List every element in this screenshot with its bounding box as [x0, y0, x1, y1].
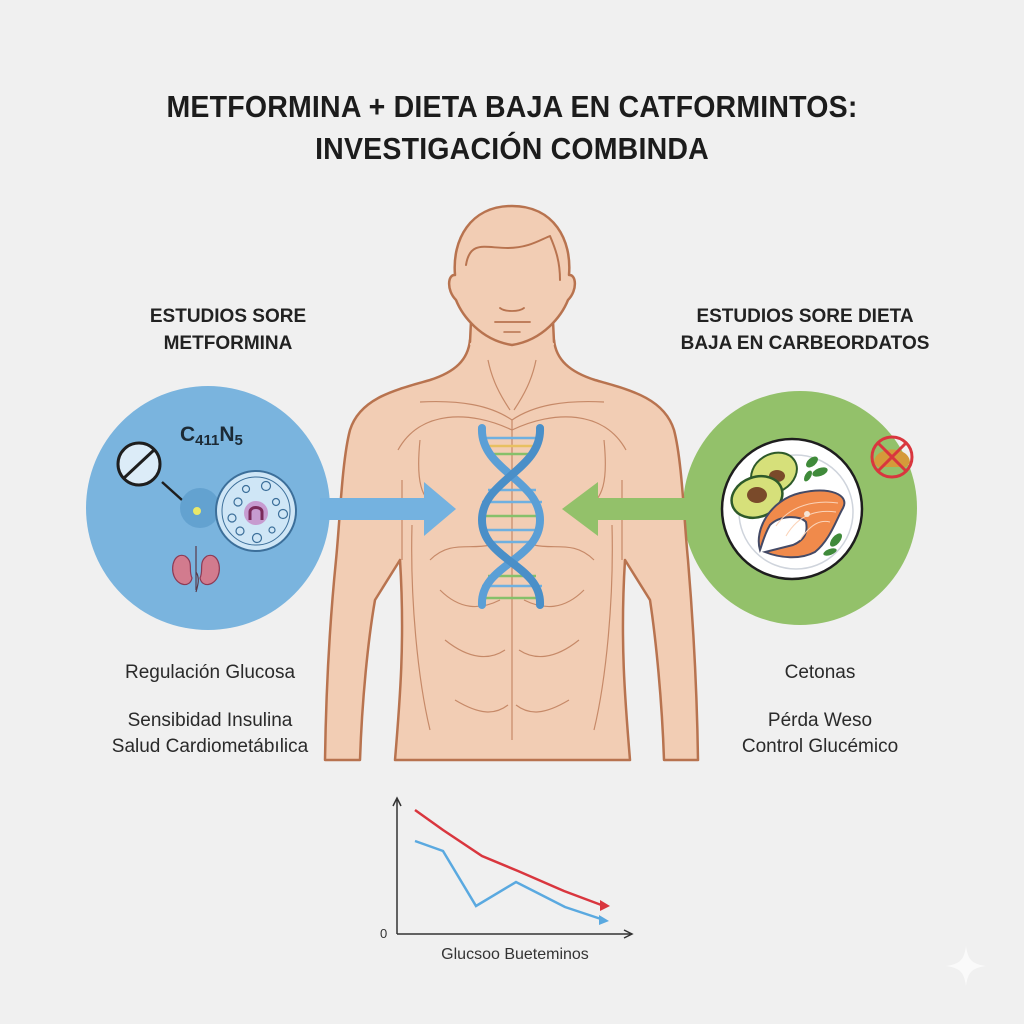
- benefit-item: Regulación Glucosa: [124, 662, 296, 683]
- pill-icon: [116, 441, 183, 501]
- chart-zero-label: 0: [380, 926, 388, 941]
- heading-line: BAJA EN CARBEORDATOS: [680, 333, 930, 354]
- cell-icon: [180, 470, 297, 552]
- heading-line: METFORMINA: [163, 333, 293, 354]
- no-bread-icon: [870, 435, 914, 479]
- page-title: METFORMINA + DIETA BAJA EN CATFORMINTOS:…: [41, 86, 983, 170]
- chart-x-label: Glucsoo Bueteminos: [441, 946, 589, 963]
- benefit-item: Salud Cardiometábılica: [111, 736, 309, 757]
- metformin-formula: C411N5: [180, 423, 243, 449]
- heading-line: ESTUDIOS SORE: [149, 306, 307, 327]
- metformin-studies-heading: ESTUDIOS SORE METFORMINA: [88, 303, 368, 357]
- formula-n: N: [219, 423, 235, 446]
- formula-c: C: [180, 423, 196, 446]
- diet-studies-heading: ESTUDIOS SORE DIETA BAJA EN CARBEORDATOS: [640, 303, 970, 357]
- avocado-icon: [730, 451, 798, 520]
- metformin-benefits-list: Regulación Glucosa Sensibidad Insulina S…: [70, 660, 350, 760]
- sparkle-icon: [946, 946, 986, 986]
- benefit-item: Sensibidad Insulina: [127, 710, 293, 731]
- formula-c-sub: 411: [195, 432, 220, 449]
- title-line-2: INVESTIGACIÓN COMBINDA: [315, 131, 709, 166]
- salmon-icon: [757, 489, 846, 559]
- red-series-line: [414, 808, 605, 908]
- glucose-chart: [392, 796, 634, 939]
- benefit-item: Pérda Weso: [767, 710, 873, 731]
- arrow-left-to-center: [320, 482, 456, 536]
- arrow-right-to-center: [562, 482, 696, 536]
- title-line-1: METFORMINA + DIETA BAJA EN CATFORMINTOS:: [166, 89, 858, 124]
- greens-icon: [804, 456, 842, 556]
- heading-line: ESTUDIOS SORE DIETA: [696, 306, 914, 327]
- dna-helix-icon: [477, 424, 545, 609]
- benefit-item: Cetonas: [784, 662, 856, 683]
- kidney-icon: [172, 546, 220, 593]
- benefit-item: Control Glucémico: [741, 736, 899, 757]
- anatomy-lines: [397, 359, 627, 740]
- formula-n-sub: 5: [234, 432, 243, 449]
- blue-series-line: [414, 839, 605, 922]
- diet-benefits-list: Cetonas Pérda Weso Control Glucémico: [680, 660, 960, 760]
